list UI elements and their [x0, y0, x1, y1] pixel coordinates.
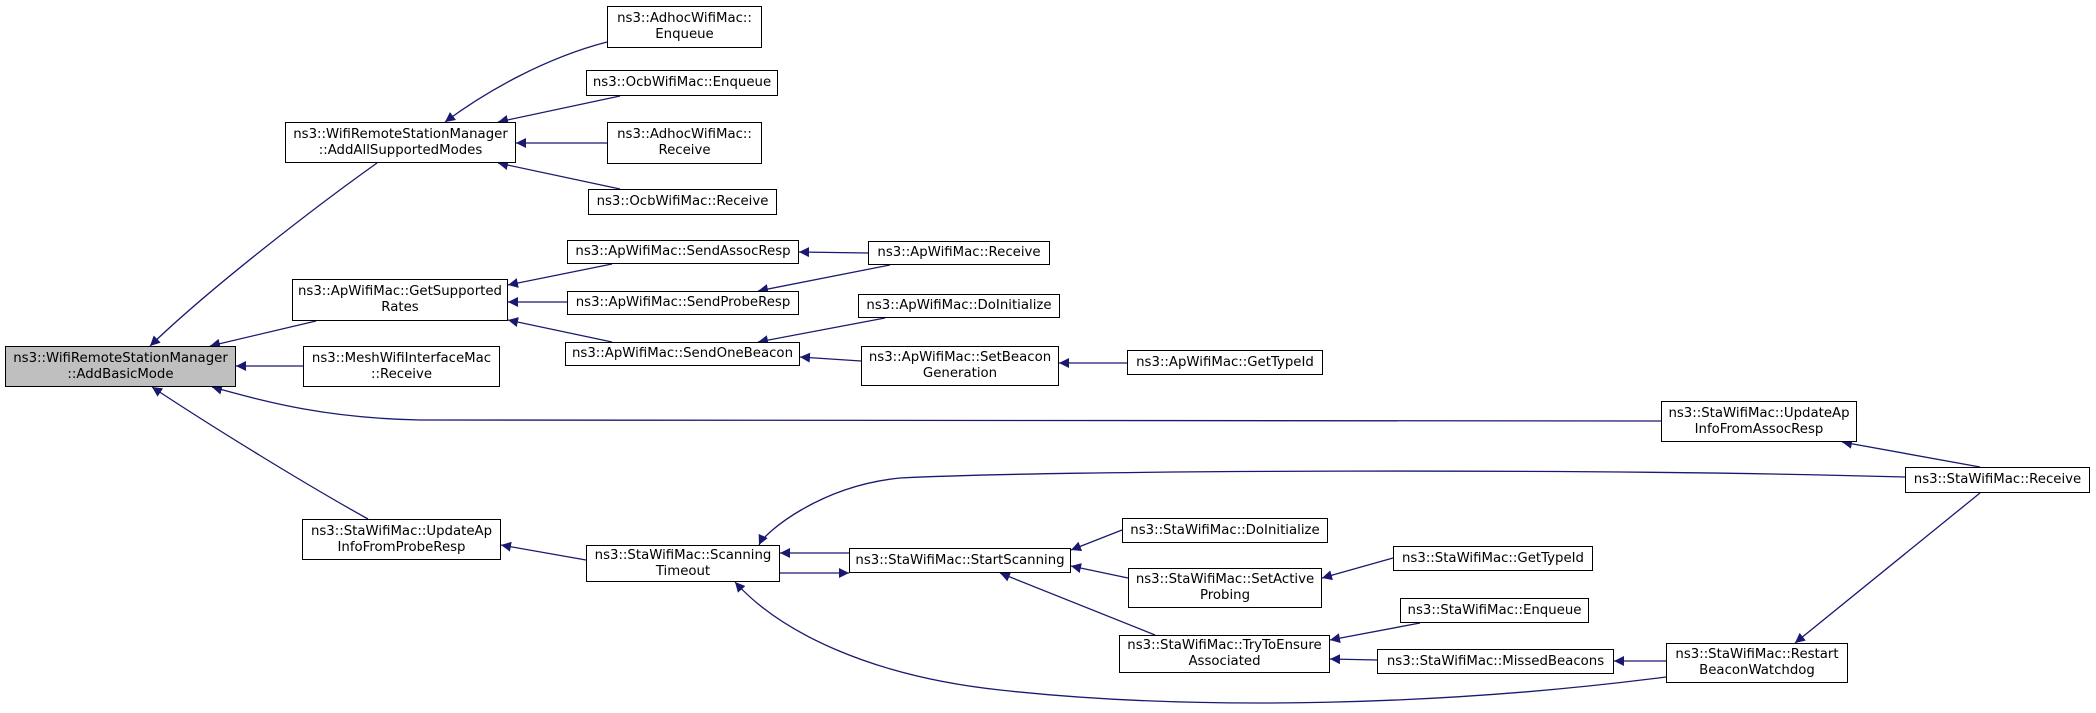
node-label-line: ns3::StaWifiMac::GetTypeId — [1402, 550, 1584, 566]
edge-sta-doinitialize-to-sta-startscanning — [1070, 529, 1123, 552]
node-label-line: ns3::ApWifiMac::GetSupported — [297, 284, 502, 299]
node-label-line: Probing — [1199, 588, 1251, 603]
edge-adhoc-enqueue-to-addallsupported — [444, 41, 608, 123]
node-sta-startscanning[interactable]: ns3::StaWifiMac::StartScanning — [849, 548, 1071, 573]
node-label-line: ns3::WifiRemoteStationManager — [293, 126, 508, 142]
node-label-line: ns3::StaWifiMac::Restart — [1675, 647, 1839, 662]
edge-sta-receive-to-sta-updateapassoc — [1841, 438, 1981, 468]
edge-addallsupported-to-root — [149, 162, 378, 347]
node-sta-gettypeid[interactable]: ns3::StaWifiMac::GetTypeId — [1393, 546, 1593, 571]
node-label-line: ns3::AdhocWifiMac:: — [617, 127, 752, 142]
node-ap-doinitialize[interactable]: ns3::ApWifiMac::DoInitialize — [858, 294, 1060, 318]
node-label-line: ns3::StaWifiMac::Receive — [1913, 472, 2082, 487]
node-ocb-receive[interactable]: ns3::OcbWifiMac::Receive — [588, 189, 777, 215]
node-label-line: ns3::StaWifiMac::DoInitialize — [1130, 522, 1320, 538]
edge-ap-doinitialize-to-ap-sendonebeacon — [757, 317, 886, 346]
edge-ap-sendassocresp-to-ap-getsupportedrates — [507, 263, 613, 288]
node-label-line: Enqueue — [655, 27, 714, 42]
edge-sta-restartbeacon-to-sta-scanningtimeout — [734, 581, 1667, 704]
node-label-line: ::Receive — [370, 366, 433, 382]
node-label-line: Timeout — [655, 563, 711, 579]
node-label-line: ns3::ApWifiMac::DoInitialize — [866, 298, 1052, 313]
node-label-line: ns3::StaWifiMac::UpdateAp — [310, 523, 493, 539]
node-ap-gettypeid[interactable]: ns3::ApWifiMac::GetTypeId — [1127, 350, 1323, 375]
edge-sta-receive-to-sta-restartbeacon — [1794, 492, 1981, 644]
edge-sta-gettypeid-to-sta-setactiveprobing — [1321, 557, 1394, 581]
node-label-line: ns3::OcbWifiMac::Receive — [596, 194, 769, 209]
node-root[interactable]: ns3::WifiRemoteStationManager::AddBasicM… — [5, 346, 236, 387]
node-label-line: ns3::StaWifiMac::MissedBeacons — [1386, 653, 1605, 669]
node-label-line: ns3::WifiRemoteStationManager — [13, 350, 228, 366]
node-label-line: ::AddAllSupportedModes — [318, 142, 483, 158]
node-label-line: InfoFromAssocResp — [1694, 421, 1824, 437]
edge-ocb-enqueue-to-addallsupported — [497, 95, 621, 125]
node-label-line: Rates — [381, 300, 419, 315]
edge-sta-updateapassoc-to-root — [211, 384, 1662, 424]
node-label-line: BeaconWatchdog — [1699, 663, 1815, 678]
edge-ocb-receive-to-addallsupported — [497, 160, 621, 190]
edge-sta-setactiveprobing-to-sta-startscanning — [1070, 563, 1129, 579]
edge-sta-scanningtimeout-to-sta-updateapprobe — [500, 541, 587, 561]
node-label-line: ns3::StaWifiMac::TryToEnsure — [1127, 638, 1322, 653]
node-sta-missedbeacons[interactable]: ns3::StaWifiMac::MissedBeacons — [1377, 649, 1614, 674]
node-label-line: Generation — [922, 366, 998, 381]
node-ap-receive[interactable]: ns3::ApWifiMac::Receive — [868, 241, 1050, 265]
node-ap-sendassocresp[interactable]: ns3::ApWifiMac::SendAssocResp — [567, 240, 799, 264]
node-sta-enqueue[interactable]: ns3::StaWifiMac::Enqueue — [1400, 598, 1589, 623]
node-label-line: ns3::StaWifiMac::SetActive — [1135, 572, 1315, 587]
node-label-line: ns3::ApWifiMac::GetTypeId — [1136, 354, 1314, 370]
node-label-line: ns3::ApWifiMac::Receive — [877, 245, 1041, 260]
node-addallsupported[interactable]: ns3::WifiRemoteStationManager::AddAllSup… — [285, 122, 516, 163]
node-ap-sendproberesp[interactable]: ns3::ApWifiMac::SendProbeResp — [567, 291, 799, 315]
edge-ap-setbeacongeneration-to-ap-sendonebeacon — [799, 352, 862, 363]
edge-sta-receive-to-sta-scanningtimeout — [758, 470, 1906, 546]
edge-ap-getsupportedrates-to-root — [209, 320, 317, 349]
edge-sta-trytoensure-to-sta-startscanning — [999, 572, 1156, 636]
edge-ap-receive-to-ap-sendproberesp — [757, 264, 891, 294]
edge-sta-missedbeacons-to-sta-trytoensure — [1329, 654, 1378, 665]
node-mesh-receive[interactable]: ns3::MeshWifiInterfaceMac::Receive — [303, 346, 500, 387]
node-label-line: Associated — [1188, 654, 1261, 669]
node-label-line: ns3::ApWifiMac::SendProbeResp — [575, 295, 791, 310]
edge-sta-enqueue-to-sta-trytoensure — [1329, 622, 1421, 644]
node-sta-receive[interactable]: ns3::StaWifiMac::Receive — [1905, 467, 2090, 493]
node-label-line: Receive — [658, 143, 711, 158]
edge-sta-updateapprobe-to-root — [151, 386, 369, 520]
node-label-line: ns3::StaWifiMac::StartScanning — [855, 552, 1065, 568]
node-label-line: ns3::AdhocWifiMac:: — [617, 11, 752, 26]
edge-ap-sendonebeacon-to-ap-getsupportedrates — [507, 317, 613, 343]
node-adhoc-enqueue[interactable]: ns3::AdhocWifiMac::Enqueue — [607, 6, 762, 48]
node-label-line: ns3::MeshWifiInterfaceMac — [311, 350, 492, 366]
node-label-line: ns3::ApWifiMac::SendOneBeacon — [571, 346, 793, 361]
node-label-line: InfoFromProbeResp — [337, 539, 466, 555]
node-label-line: ns3::StaWifiMac::UpdateAp — [1668, 405, 1850, 421]
node-adhoc-receive[interactable]: ns3::AdhocWifiMac::Receive — [607, 122, 762, 164]
node-label-line: ns3::ApWifiMac::SendAssocResp — [575, 244, 791, 259]
node-label-line: ns3::OcbWifiMac::Enqueue — [592, 75, 772, 90]
node-sta-doinitialize[interactable]: ns3::StaWifiMac::DoInitialize — [1122, 518, 1328, 543]
node-ocb-enqueue[interactable]: ns3::OcbWifiMac::Enqueue — [586, 70, 778, 96]
node-ap-sendonebeacon[interactable]: ns3::ApWifiMac::SendOneBeacon — [565, 342, 800, 366]
edge-ap-receive-to-ap-sendassocresp — [798, 247, 869, 258]
node-label-line: ::AddBasicMode — [67, 366, 174, 382]
node-label-line: ns3::ApWifiMac::SetBeacon — [868, 350, 1052, 365]
node-label-line: ns3::StaWifiMac::Enqueue — [1407, 602, 1582, 618]
node-label-line: ns3::StaWifiMac::Scanning — [594, 547, 772, 563]
